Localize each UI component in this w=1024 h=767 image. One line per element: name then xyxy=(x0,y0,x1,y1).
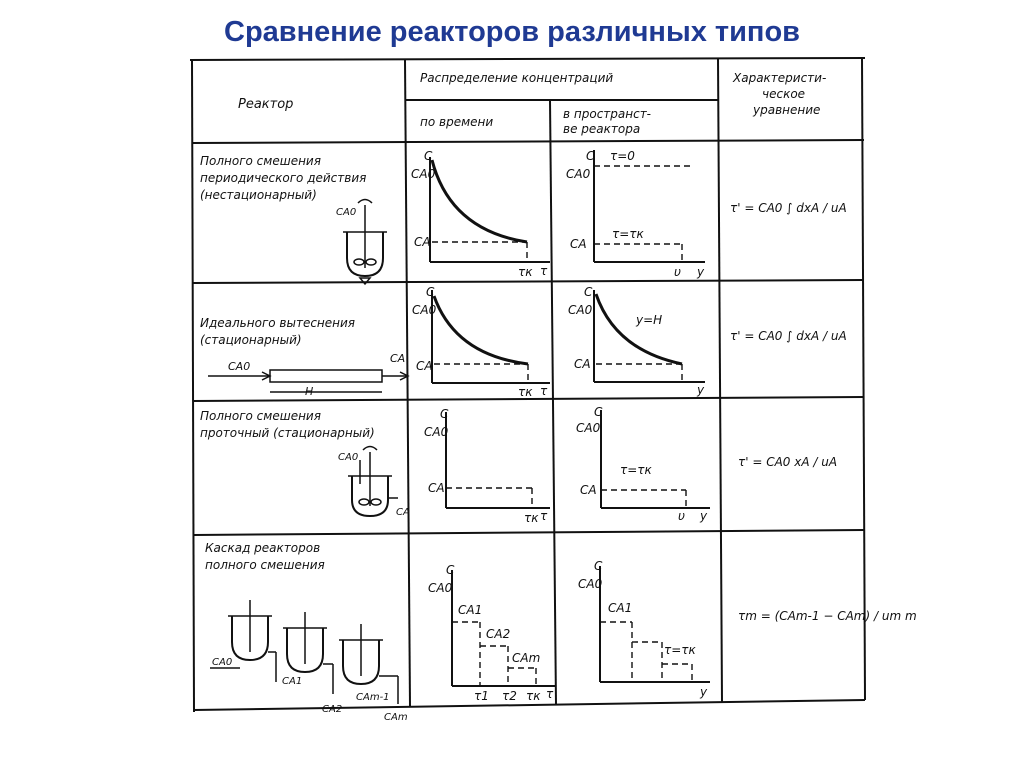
row3-equation: τ' = CA0 xA / uA xyxy=(738,455,837,469)
row-batch: Полного смешения периодического действия… xyxy=(200,149,847,286)
row3-time-ca: CA xyxy=(428,481,445,495)
row4-time-t: τ xyxy=(546,687,554,701)
row2-time-ca0: CA0 xyxy=(412,303,437,317)
row1-space-c: C xyxy=(586,149,595,163)
row4-cam1-label: CAm-1 xyxy=(356,692,390,703)
row1-space-y: y xyxy=(696,265,705,279)
row2-space-ca0: CA0 xyxy=(568,303,593,317)
row3-time-tk: τк xyxy=(524,511,539,525)
row1-name-1: Полного смешения xyxy=(200,154,321,168)
row1-time-c: C xyxy=(424,149,433,163)
row2-time-ca: CA xyxy=(416,359,433,373)
row4-ca2-label: CA2 xyxy=(322,704,342,715)
row2-equation: τ' = CA0 ∫ dxA / uA xyxy=(730,329,847,343)
row-plug-flow: Идеального вытеснения (стационарный) CA0… xyxy=(200,285,847,399)
row1-time-t: τ xyxy=(540,264,548,278)
plug-flow-sketch xyxy=(208,369,410,393)
row3-space-mid: τ=τк xyxy=(620,463,653,477)
row4-space-c: C xyxy=(594,559,603,573)
row4-time-ca0: CA0 xyxy=(428,581,453,595)
row3-out-label: CA xyxy=(396,507,410,518)
page-title: Сравнение реакторов различных типов xyxy=(224,16,800,48)
cascade-sketch xyxy=(210,600,399,704)
row3-name-1: Полного смешения xyxy=(200,409,321,423)
row4-time-ca2: CA2 xyxy=(486,627,510,641)
row2-space-ca: CA xyxy=(574,357,591,371)
row3-time-t: τ xyxy=(540,509,548,523)
row4-time-ca1: CA1 xyxy=(458,603,482,617)
row4-time-tk: τк xyxy=(526,689,541,703)
row4-time-c: C xyxy=(446,563,455,577)
row4-space-y: y xyxy=(699,685,708,699)
row3-space-c: C xyxy=(594,405,603,419)
row3-space-v: υ xyxy=(678,509,685,523)
row1-ca0-label: CA0 xyxy=(336,207,356,218)
row3-space-ca: CA xyxy=(580,483,597,497)
row2-time-t: τ xyxy=(540,384,548,398)
row1-space-mid: τ=τк xyxy=(612,227,645,241)
row1-space-ca0: CA0 xyxy=(566,167,591,181)
header-char-eq-2: ческое xyxy=(762,87,805,101)
row3-in-label: CA0 xyxy=(338,452,358,463)
row1-time-tk: τк xyxy=(518,265,533,279)
row2-space-c: C xyxy=(584,285,593,299)
row4-ca1-label: CA1 xyxy=(282,676,302,687)
row2-name-2: (стационарный) xyxy=(200,333,302,347)
row4-time-plot: C CA0 CA1 CA2 CAm τ1 τ2 τк τ xyxy=(428,563,556,703)
row2-time-tk: τк xyxy=(518,385,533,399)
header-in-space-1: в пространст- xyxy=(563,107,651,121)
row4-ca0-label: CA0 xyxy=(212,657,232,668)
row4-name-2: полного смешения xyxy=(205,558,325,572)
row4-cam-label: CAm xyxy=(384,712,408,723)
row2-in-label: CA0 xyxy=(228,360,250,373)
row4-space-ca0: CA0 xyxy=(578,577,603,591)
row4-space-ca1: CA1 xyxy=(608,601,632,615)
row2-h-label: H xyxy=(305,385,313,398)
header-distribution: Распределение концентраций xyxy=(420,71,613,85)
row2-name-1: Идеального вытеснения xyxy=(200,316,355,330)
row2-out-label: CA xyxy=(390,352,405,365)
row4-time-t2: τ2 xyxy=(502,689,517,703)
row4-space-plot: C CA0 CA1 τ=τк y xyxy=(578,559,710,699)
row2-space-mid: y=H xyxy=(635,313,662,327)
row2-time-c: C xyxy=(426,285,435,299)
row3-name-2: проточный (стационарный) xyxy=(200,426,375,440)
row1-name-3: (нестационарный) xyxy=(200,188,317,202)
row1-time-plot: C CA0 CA τк τ xyxy=(411,149,550,279)
batch-reactor-sketch xyxy=(343,198,387,286)
header-by-time: по времени xyxy=(420,115,493,129)
header-char-eq-1: Характеристи- xyxy=(732,71,826,85)
row2-space-plot: C CA0 CA y=H y xyxy=(568,285,705,397)
row3-time-c: C xyxy=(440,407,449,421)
row4-time-cam: CAm xyxy=(512,651,540,665)
row-cascade: Каскад реакторов полного смешения CA0 CA… xyxy=(205,541,917,723)
row1-equation: τ' = CA0 ∫ dxA / uA xyxy=(730,201,847,215)
row1-space-top: τ=0 xyxy=(610,149,635,163)
cstr-sketch xyxy=(348,445,398,518)
row3-space-plot: C CA0 CA τ=τк υ y xyxy=(576,405,710,523)
row1-time-ca0: CA0 xyxy=(411,167,436,181)
header-char-eq-3: уравнение xyxy=(752,103,820,117)
row1-space-ca: CA xyxy=(570,237,587,251)
row-cstr: Полного смешения проточный (стационарный… xyxy=(200,405,837,525)
row3-space-y: y xyxy=(699,509,708,523)
row4-time-t1: τ1 xyxy=(474,689,489,703)
row3-time-ca0: CA0 xyxy=(424,425,449,439)
table-grid xyxy=(189,57,866,713)
header-reactor: Реактор xyxy=(238,97,293,112)
row4-equation: τm = (CAm-1 − CAm) / um m xyxy=(738,609,917,623)
header-in-space-2: ве реактора xyxy=(563,122,640,136)
row2-space-y: y xyxy=(696,383,705,397)
row3-space-ca0: CA0 xyxy=(576,421,601,435)
row1-space-v: υ xyxy=(674,265,681,279)
row2-time-plot: C CA0 CA τк τ xyxy=(412,285,550,399)
row1-time-ca: CA xyxy=(414,235,431,249)
row4-name-1: Каскад реакторов xyxy=(205,541,320,555)
row1-space-plot: C CA0 CA τ=0 τ=τк υ y xyxy=(566,149,705,279)
row1-name-2: периодического действия xyxy=(200,171,366,185)
row3-time-plot: C CA0 CA τк τ xyxy=(424,407,550,525)
row4-space-mid: τ=τк xyxy=(664,643,697,657)
